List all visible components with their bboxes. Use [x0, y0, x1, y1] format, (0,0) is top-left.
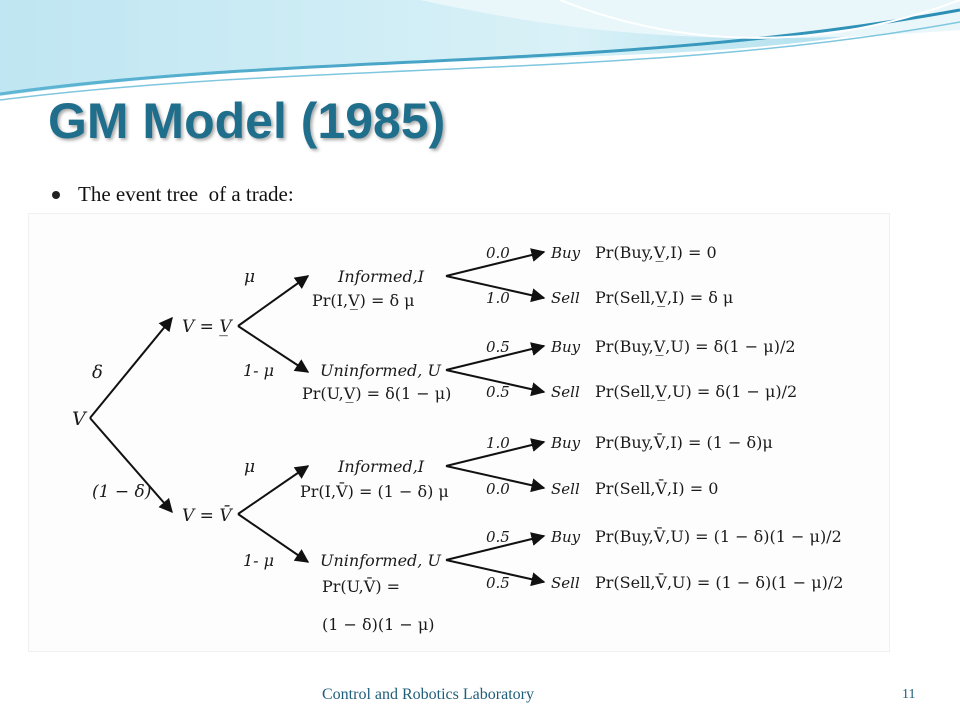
edge-leaf-7 [445, 532, 546, 561]
node-uninformed-low: Uninformed, U [320, 361, 441, 380]
edge-low-to-uninformed [237, 325, 310, 373]
leaf-prob-8: 0.5 [486, 574, 510, 592]
trader-prob-uninformed-low: 1- μ [243, 361, 274, 380]
node-uninformed-low-prob: Pr(U,V̲) = δ(1 − μ) [302, 384, 451, 403]
leaf-action-5: Buy [550, 434, 581, 452]
bullet-item: The event tree of a trade: [52, 182, 294, 207]
leaf-prob-5: 1.0 [486, 434, 510, 452]
leaf-outcome-4: Pr(Sell,V̲,U) = δ(1 − μ)/2 [595, 382, 797, 401]
leaf-action-4: Sell [551, 383, 580, 401]
node-uninformed-high-prob-line2: (1 − δ)(1 − μ) [322, 615, 435, 634]
node-informed-low-prob: Pr(I,V̲) = δ μ [312, 291, 415, 310]
leaf-prob-3: 0.5 [486, 338, 510, 356]
leaf-outcome-2: Pr(Sell,V̲,I) = δ μ [595, 288, 733, 307]
edge-leaf-8 [445, 559, 546, 587]
edge-leaf-4 [445, 369, 546, 397]
state-high-label: V = V̄ [182, 504, 233, 526]
edge-leaf-6 [445, 465, 546, 493]
edge-leaf-1 [445, 248, 546, 277]
leaf-prob-7: 0.5 [486, 528, 510, 546]
node-informed-low: Informed,I [337, 267, 425, 286]
bullet-dot-icon [52, 190, 60, 199]
edge-high-to-informed [237, 465, 310, 515]
edge-root-to-high [89, 417, 173, 514]
leaf-outcome-1: Pr(Buy,V̲,I) = 0 [595, 243, 717, 262]
edge-leaf-2 [445, 275, 546, 303]
leaf-outcome-6: Pr(Sell,V̄,I) = 0 [595, 477, 718, 498]
node-informed-high: Informed,I [337, 457, 425, 476]
leaf-action-1: Buy [550, 244, 581, 262]
footer-lab-name: Control and Robotics Laboratory [322, 686, 534, 703]
leaf-outcome-5: Pr(Buy,V̄,I) = (1 − δ)μ [595, 431, 773, 452]
edge-low-to-informed [237, 275, 310, 327]
root-node-label: V [72, 408, 88, 430]
trader-prob-informed-high: μ [244, 457, 255, 477]
header-wave-decoration [0, 0, 960, 101]
branch-prob-upper: δ [92, 362, 103, 383]
branch-prob-lower: (1 − δ) [92, 482, 151, 502]
leaf-prob-4: 0.5 [486, 383, 510, 401]
leaf-action-8: Sell [551, 574, 580, 592]
leaf-outcome-3: Pr(Buy,V̲,U) = δ(1 − μ)/2 [595, 337, 796, 356]
leaf-outcome-7: Pr(Buy,V̄,U) = (1 − δ)(1 − μ)/2 [595, 525, 842, 546]
leaf-prob-1: 0.0 [486, 244, 510, 262]
trader-prob-uninformed-high: 1- μ [243, 551, 274, 570]
leaf-prob-2: 1.0 [486, 289, 510, 307]
tree-edges [89, 248, 546, 587]
state-low-label: V = V̲ [182, 317, 233, 337]
node-uninformed-high: Uninformed, U [320, 551, 441, 570]
leaf-action-7: Buy [550, 528, 581, 546]
edge-root-to-low [89, 316, 173, 419]
edge-high-to-uninformed [237, 513, 310, 563]
edge-leaf-5 [445, 438, 546, 467]
trader-prob-informed-low: μ [244, 267, 255, 287]
diagram-panel [28, 213, 890, 652]
leaf-action-6: Sell [551, 480, 580, 498]
edge-leaf-3 [445, 342, 546, 371]
leaf-prob-6: 0.0 [486, 480, 510, 498]
slide-title: GM Model (1985) [48, 93, 446, 149]
node-informed-high-prob: Pr(I,V̄) = (1 − δ) μ [300, 480, 449, 501]
bullet-text: The event tree of a trade: [78, 182, 294, 206]
slide-number: 11 [902, 687, 916, 702]
node-uninformed-high-prob-line1: Pr(U,V̄) = [322, 575, 400, 596]
leaf-outcome-8: Pr(Sell,V̄,U) = (1 − δ)(1 − μ)/2 [595, 571, 843, 592]
leaf-action-3: Buy [550, 338, 581, 356]
leaf-action-2: Sell [551, 289, 580, 307]
